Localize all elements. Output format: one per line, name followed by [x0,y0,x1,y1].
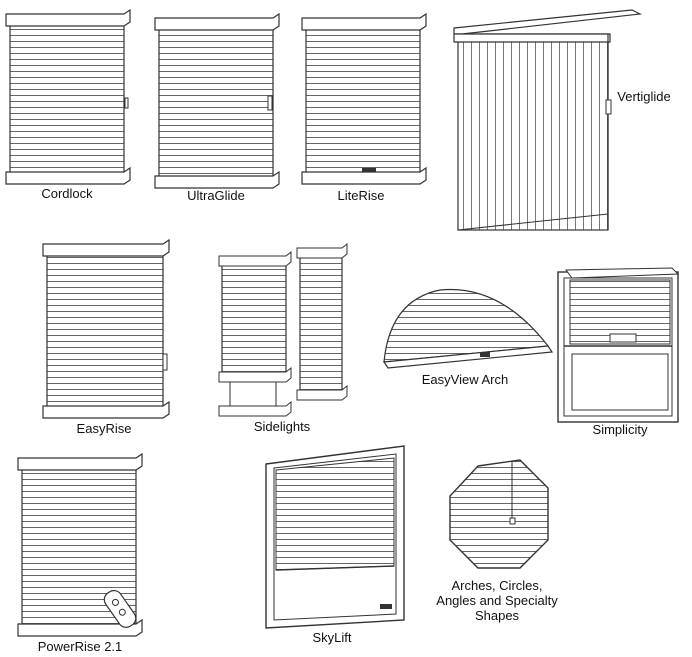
product-label-easyview-arch: EasyView Arch [421,372,509,387]
product-label-cordlock: Cordlock [41,186,93,201]
remote-control-icon [103,589,137,628]
product-label-ultraglide: UltraGlide [187,188,245,203]
product-label-powerrise: PowerRise 2.1 [37,639,123,654]
skylift-shade-icon [265,445,405,629]
sidelights-shade-icon [218,242,348,417]
easyview-arch-shade-icon [382,288,554,369]
cordlock-shade-icon [5,8,131,185]
product-label-easyrise: EasyRise [76,421,132,436]
product-label-skylift: SkyLift [312,630,352,645]
product-label-vertiglide: Vertiglide [617,89,671,104]
product-label-sidelights: Sidelights [253,419,311,434]
simplicity-shade-icon [557,267,680,423]
product-label-literise: LiteRise [337,188,385,203]
specialty-shapes-icon [449,459,549,569]
product-label-specialty-shapes: Arches, Circles, Angles and Specialty Sh… [436,578,558,623]
powerrise-shade-icon [17,452,143,637]
vertiglide-shade-icon [453,9,643,231]
literise-shade-icon [301,12,427,185]
product-label-simplicity: Simplicity [592,422,648,437]
ultraglide-shade-icon [154,12,280,189]
easyrise-shade-icon [42,238,170,419]
